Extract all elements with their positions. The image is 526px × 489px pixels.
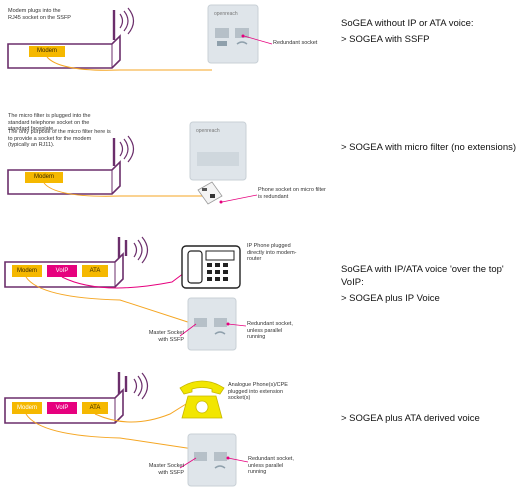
- cable-3-ip: [61, 269, 189, 289]
- row1-annotation: Redundant socket: [273, 40, 318, 46]
- modem-label-3: Modem: [16, 268, 37, 274]
- row3-master-label: Master Socket with SSFP: [148, 330, 184, 343]
- wifi-waves-icon: [119, 13, 124, 29]
- ata-block-4: [82, 402, 108, 414]
- row2-bullet: > SOGEA with micro filter (no extensions…: [341, 142, 517, 153]
- modem-label-4: Modem: [16, 405, 37, 411]
- cable-1: [46, 56, 212, 71]
- modem-block-1: [29, 46, 65, 57]
- ata-block-3: [82, 265, 108, 277]
- modem-label-1: Modem: [36, 48, 57, 54]
- pointer-line-1: [243, 35, 273, 45]
- router-2: [7, 135, 135, 195]
- voip-label-4: VoIP: [55, 405, 69, 411]
- row4-bullet: > SOGEA plus ATA derived voice: [341, 413, 480, 424]
- row4-phone-annotation: Analogue Phone(s)/CPE plugged into exten…: [228, 382, 288, 402]
- row3-socket-annotation: Redundant socket, unless parallel runnin…: [247, 321, 293, 341]
- row3-phone-annotation: IP Phone plugged directly into modem-rou…: [247, 243, 297, 263]
- cable-4-line: [25, 413, 201, 451]
- router-3: [4, 236, 149, 288]
- voip-block-4: [47, 402, 77, 414]
- modem-block-4: [12, 402, 42, 414]
- row1-heading: SoGEA without IP or ATA voice:: [341, 18, 474, 29]
- row2-caption-1: The micro filter is plugged into the sta…: [8, 113, 91, 133]
- micro-filter: [197, 181, 223, 205]
- cable-4-ata: [94, 403, 187, 423]
- pointer-line-4: [227, 457, 249, 463]
- ata-label-3: ATA: [89, 268, 101, 274]
- voip-label-3: VoIP: [55, 268, 69, 274]
- voip-block-3: [47, 265, 77, 277]
- row1-caption: Modem plugs into the RJ45 socket on the …: [8, 8, 71, 21]
- ssfp-socket-1: [207, 4, 259, 64]
- socket-2: [189, 121, 247, 181]
- pointer-line-3: [227, 323, 247, 327]
- row3-heading: SoGEA with IP/ATA voice 'over the top' V…: [341, 264, 504, 288]
- row1-bullet: > SOGEA with SSFP: [341, 34, 430, 45]
- modem-block-3: [12, 265, 42, 277]
- socket-brand-1: openreach: [214, 11, 238, 17]
- ip-phone: [181, 245, 241, 289]
- cable-2: [43, 182, 206, 197]
- row4-socket-annotation: Redundant socket, unless parallel runnin…: [248, 456, 294, 476]
- row2-annotation: Phone socket on micro filter is redundan…: [258, 187, 326, 200]
- pointer-line-2: [221, 194, 258, 203]
- modem-label-2: Modem: [33, 174, 54, 180]
- row2-caption-2: The only purpose of the micro filter her…: [8, 129, 111, 149]
- cable-3-line: [25, 276, 201, 327]
- master-socket-3: [187, 297, 237, 351]
- row3-bullet: > SOGEA plus IP Voice: [341, 293, 440, 304]
- row4-master-label: Master Socket with SSFP: [148, 463, 184, 476]
- master-socket-4: [187, 433, 237, 487]
- modem-block-2: [25, 172, 63, 183]
- socket-brand-2: openreach: [196, 128, 220, 134]
- analogue-phone-icon: [179, 380, 225, 419]
- ata-label-4: ATA: [89, 405, 101, 411]
